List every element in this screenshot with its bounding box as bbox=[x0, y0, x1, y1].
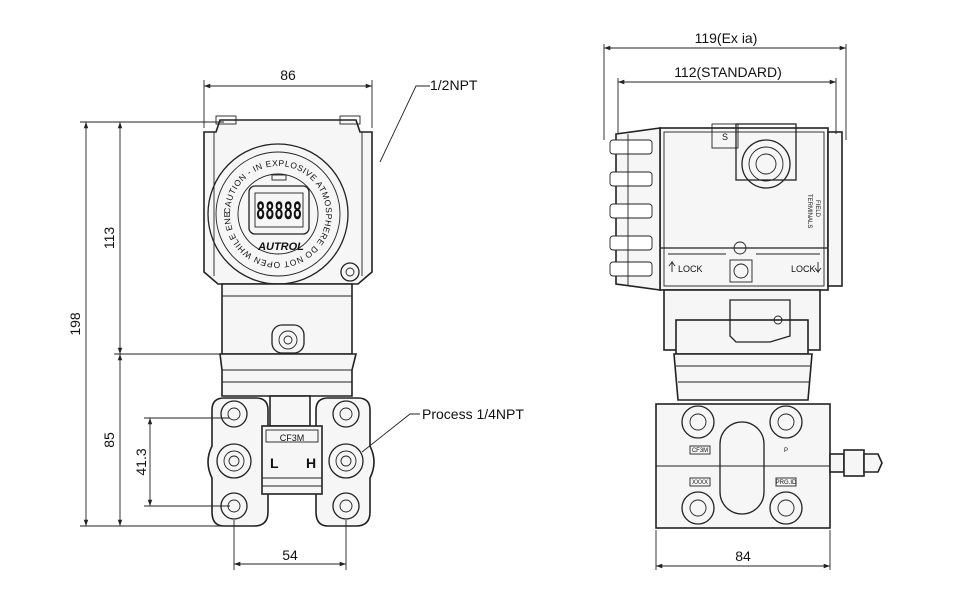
dim-flange-width-side: 84 bbox=[735, 548, 751, 564]
dim-total-height: 198 bbox=[67, 312, 83, 336]
low-side-label: L bbox=[270, 455, 279, 471]
side-neck bbox=[663, 289, 821, 401]
brand-logo: AUTROL bbox=[257, 241, 304, 253]
lock-left-label: LOCK bbox=[678, 264, 703, 274]
side-dimensions: 119(Ex ia) 112(STANDARD) 84 bbox=[603, 30, 847, 570]
side-tag-serial: XXXX bbox=[692, 480, 708, 486]
flange-material-label: CF3M bbox=[280, 433, 305, 443]
dim-housing-width: 86 bbox=[280, 67, 296, 83]
side-tag-prg: PRG.ID bbox=[776, 480, 797, 486]
dim-width-standard: 112(STANDARD) bbox=[674, 64, 782, 80]
front-housing: CAUTION - IN EXPLOSIVE ATMOSPHERE DO NOT… bbox=[0, 0, 373, 285]
side-housing: S FIELD TERMINALS LOCK LOCK bbox=[609, 123, 843, 291]
front-view: CAUTION - IN EXPLOSIVE ATMOSPHERE DO NOT… bbox=[0, 0, 524, 570]
front-neck bbox=[219, 283, 358, 397]
dim-process-spacing: 41.3 bbox=[133, 448, 149, 475]
field-label-line1: FIELD bbox=[814, 200, 820, 218]
side-view: S FIELD TERMINALS LOCK LOCK bbox=[603, 30, 883, 570]
lcd-display-digits: 88888 bbox=[256, 197, 302, 225]
side-flanges: CF3M P XXXX PRG.ID bbox=[655, 403, 883, 529]
field-label-line2: TERMINALS bbox=[806, 194, 812, 228]
side-tag-p: P bbox=[784, 448, 788, 454]
front-flanges: CF3M L H bbox=[207, 395, 375, 527]
front-dimensions: 86 1/2NPT 198 113 85 41.3 Process 1/4N bbox=[67, 67, 524, 570]
dim-housing-height: 113 bbox=[101, 227, 117, 250]
lock-right-label: LOCK bbox=[791, 264, 816, 274]
dim-width-exia: 119(Ex ia) bbox=[695, 30, 758, 46]
dim-flange-height: 85 bbox=[101, 432, 117, 448]
side-tag-material: CF3M bbox=[692, 448, 708, 454]
dim-flange-width-front: 54 bbox=[282, 547, 298, 563]
dim-conduit-thread: 1/2NPT bbox=[430, 77, 478, 93]
dim-process-thread: Process 1/4NPT bbox=[422, 406, 524, 422]
terminal-s-label: S bbox=[722, 132, 728, 142]
high-side-label: H bbox=[306, 455, 316, 471]
